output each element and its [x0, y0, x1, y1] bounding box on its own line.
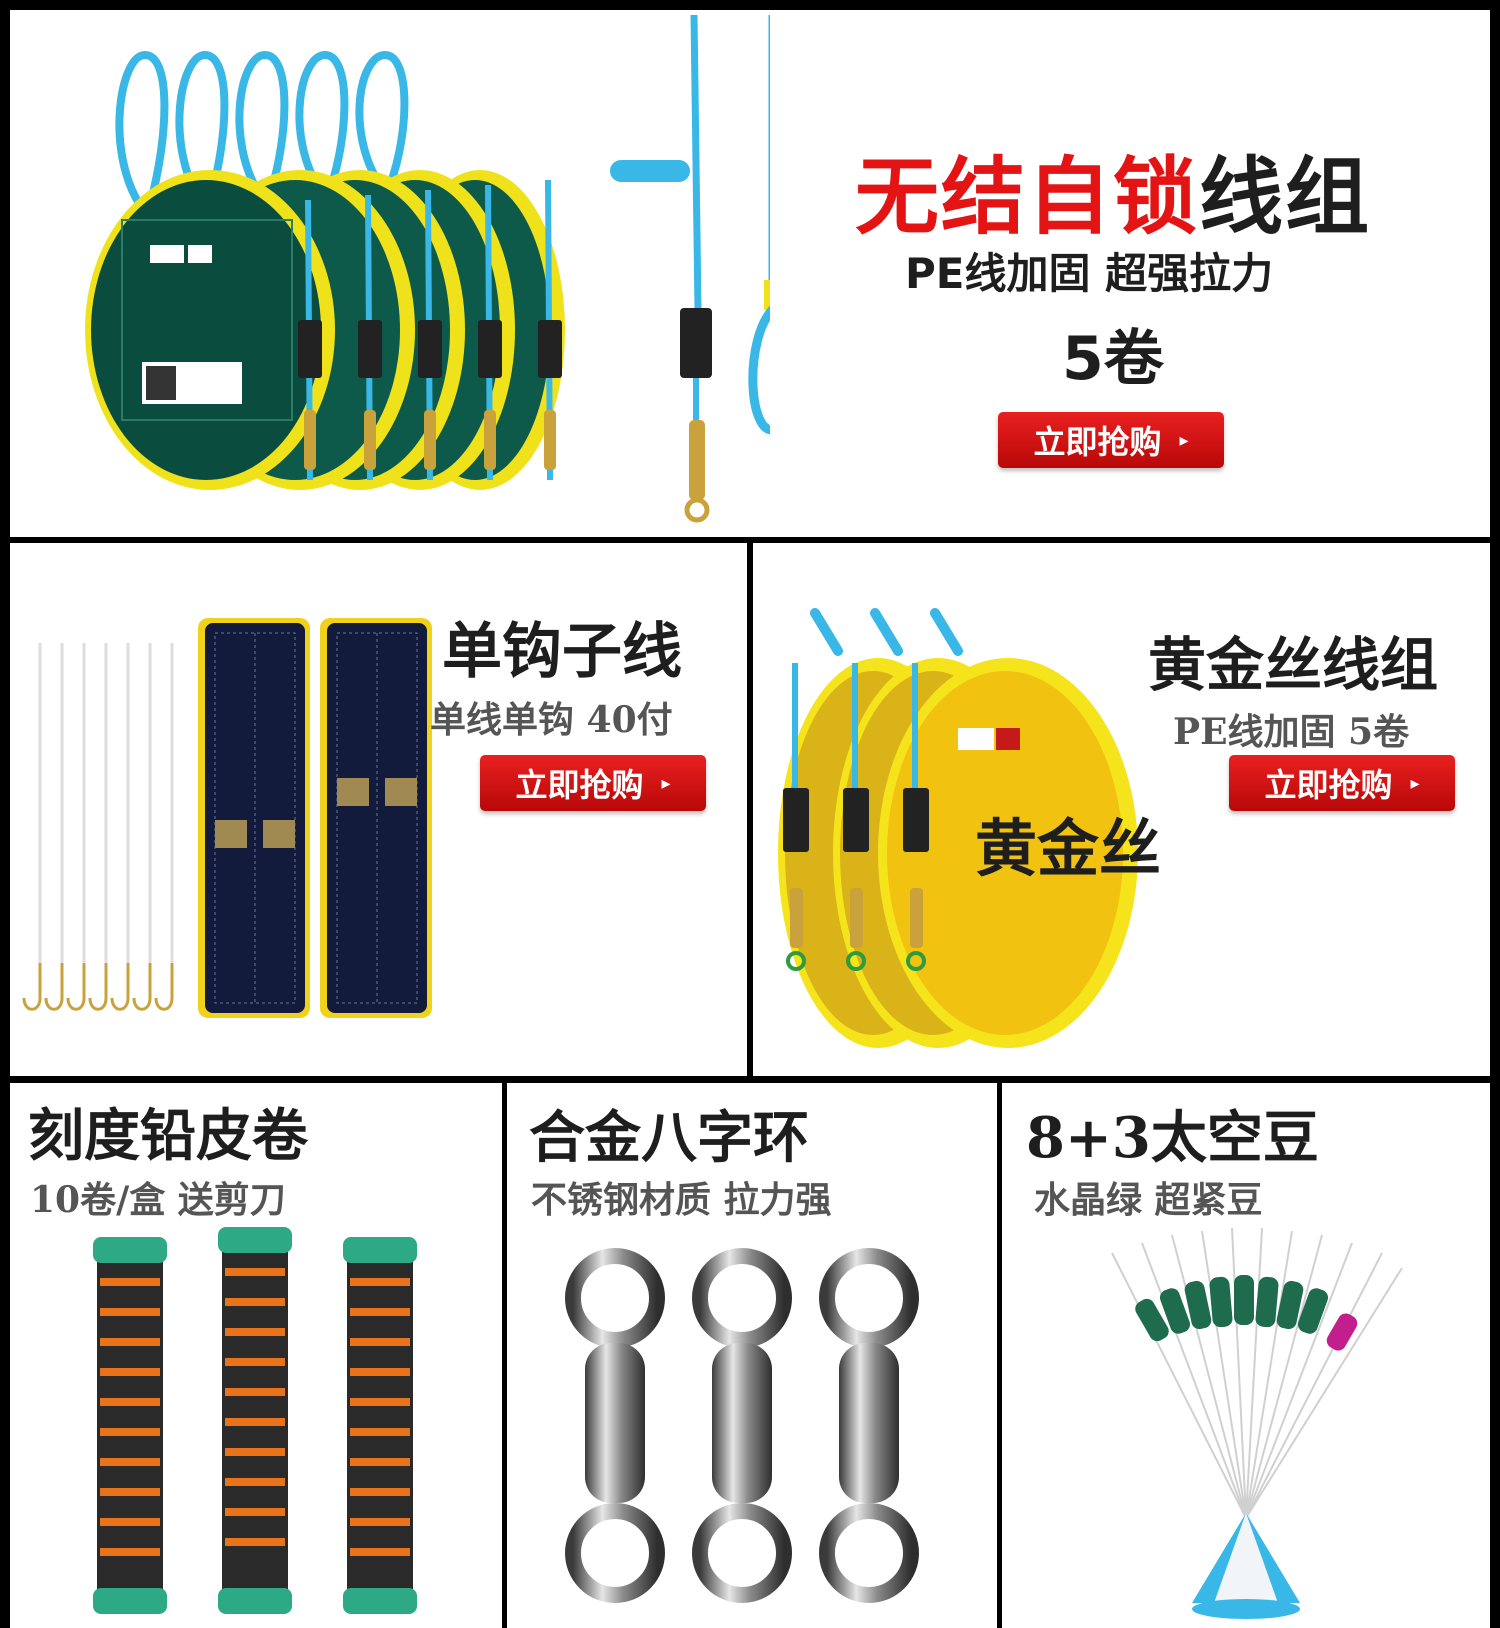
gold-line-set-image: [778, 608, 1138, 1048]
quantity: 5卷: [1062, 324, 1164, 394]
subtitle: PE线加固 5卷: [1173, 711, 1410, 753]
title: 单钩子线: [442, 617, 682, 687]
title: 8+3太空豆: [1026, 1105, 1319, 1171]
title: 合金八字环: [529, 1105, 809, 1171]
title: 刻度铅皮卷: [28, 1103, 308, 1169]
subtitle: 10卷/盒 送剪刀: [30, 1179, 286, 1221]
title: 黄金丝线组: [1148, 631, 1439, 699]
arrow-icon: ▸: [1410, 772, 1420, 794]
button-label: 立即抢购: [1033, 423, 1162, 461]
subtitle: PE线加固 超强拉力: [905, 249, 1274, 298]
space-beans-image: [1111, 1227, 1403, 1619]
product-card-swivel[interactable]: 合金八字环 不锈钢材质 拉力强: [507, 1083, 997, 1628]
subtitle: 单线单钩 40付: [430, 699, 673, 741]
product-card-single-hook-line[interactable]: 单钩子线 单线单钩 40付 立即抢购 ▸: [10, 543, 747, 1076]
product-card-gold-line-set[interactable]: 黄金丝 黄金丝线组 PE线加固 5卷 立即抢购 ▸: [753, 543, 1490, 1076]
buy-now-button[interactable]: 立即抢购 ▸: [1229, 755, 1455, 811]
button-label: 立即抢购: [515, 766, 644, 804]
buy-now-button[interactable]: 立即抢购 ▸: [998, 412, 1224, 468]
arrow-icon: ▸: [1179, 429, 1189, 451]
title-dark-part: 线组: [1199, 148, 1372, 246]
product-card-knotless-line-set[interactable]: 无结自锁线组 PE线加固 超强拉力 5卷 立即抢购 ▸: [10, 10, 1490, 537]
swivel-image: [565, 1248, 919, 1603]
lead-roll-tubes-image: [93, 1227, 417, 1614]
button-label: 立即抢购: [1264, 766, 1393, 804]
arrow-icon: ▸: [661, 772, 671, 794]
spool-label: 黄金丝: [975, 812, 1162, 885]
knotless-line-set-image: [85, 14, 770, 523]
single-hook-line-image: [22, 618, 432, 1018]
product-card-space-beans[interactable]: 8+3太空豆 水晶绿 超紧豆: [1002, 1083, 1490, 1628]
subtitle: 水晶绿 超紧豆: [1034, 1179, 1263, 1221]
buy-now-button[interactable]: 立即抢购 ▸: [480, 755, 706, 811]
subtitle: 不锈钢材质 拉力强: [531, 1179, 832, 1221]
title-red-part: 无结自锁: [855, 148, 1200, 246]
product-card-lead-roll[interactable]: 刻度铅皮卷 10卷/盒 送剪刀: [10, 1083, 502, 1628]
